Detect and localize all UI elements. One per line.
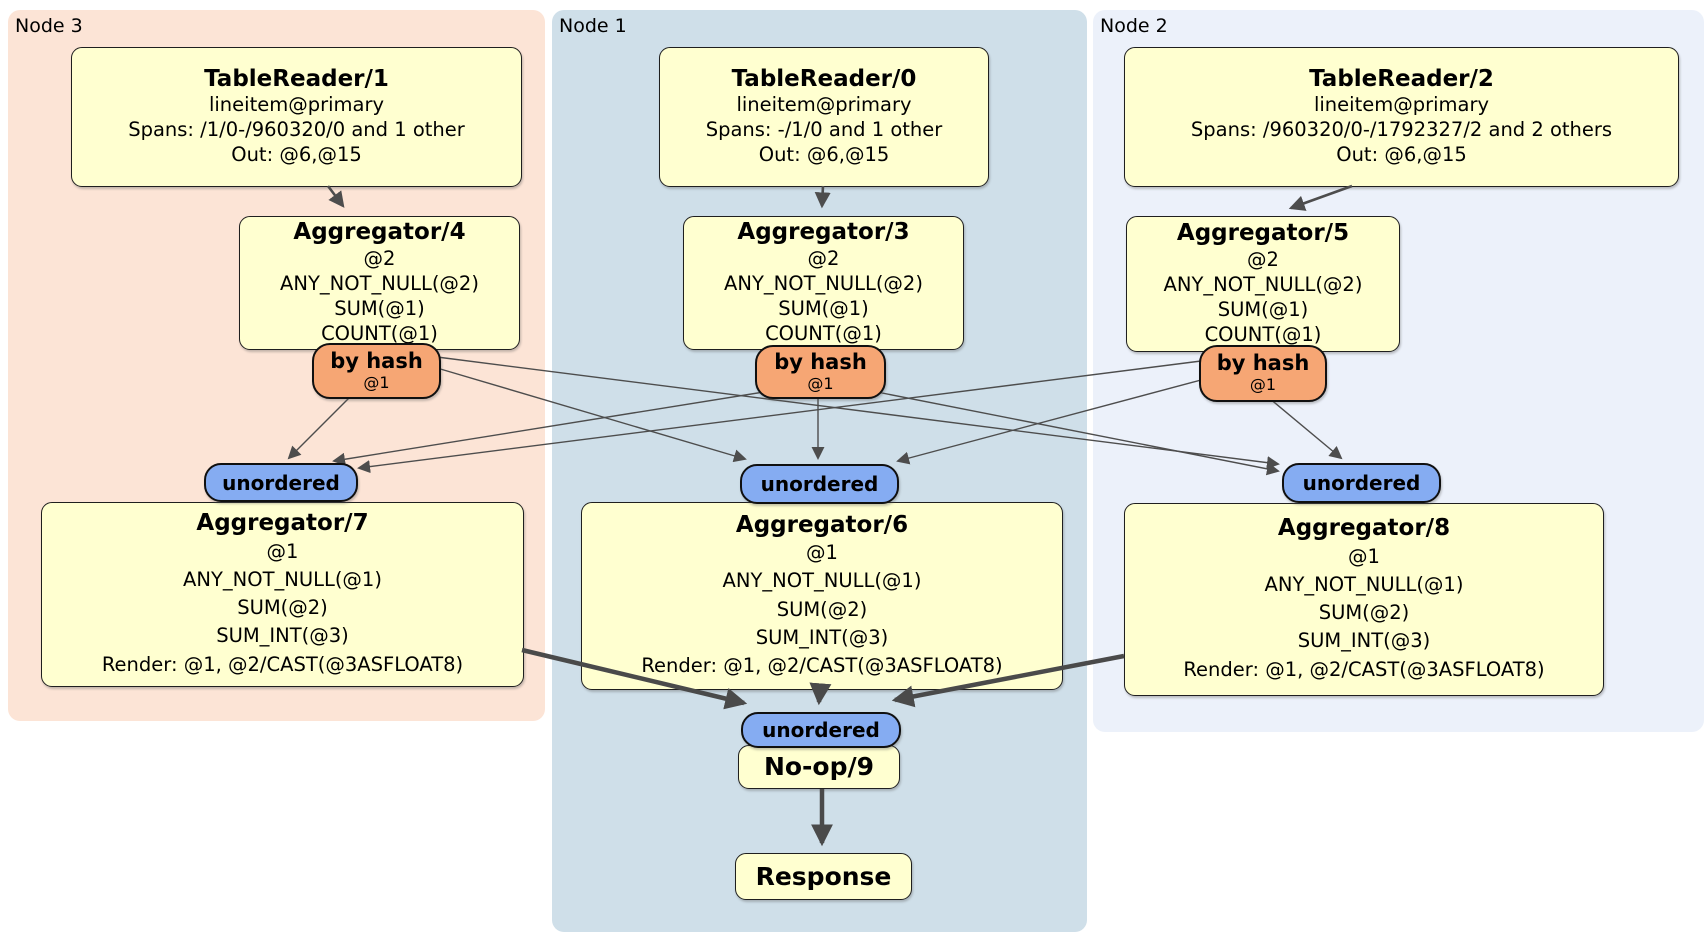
processor-aggregator-6: Aggregator/6 @1 ANY_NOT_NULL(@1) SUM(@2)…	[581, 502, 1063, 690]
agg-fn: SUM(@1)	[334, 296, 425, 320]
sync-label: unordered	[222, 470, 340, 495]
agg-fn: SUM_INT(@3)	[755, 625, 889, 649]
processor-out: Out: @6,@15	[231, 143, 362, 167]
agg-group-cols: @2	[1247, 247, 1279, 271]
agg-fn: SUM(@2)	[1318, 601, 1410, 625]
processor-title: TableReader/2	[1309, 65, 1494, 92]
sync-label: unordered	[1302, 471, 1421, 495]
agg-fn: ANY_NOT_NULL(@1)	[722, 569, 922, 593]
router-label: by hash	[1216, 351, 1310, 376]
agg-fn: SUM(@1)	[1217, 297, 1309, 321]
agg-render-expr: Render: @1, @2/CAST(@3ASFLOAT8)	[101, 652, 464, 676]
processor-title: Aggregator/5	[1176, 220, 1350, 247]
processor-title: Aggregator/7	[196, 510, 369, 537]
agg-fn: ANY_NOT_NULL(@1)	[183, 567, 382, 591]
agg-fn: SUM(@2)	[237, 596, 328, 620]
processor-spans: Spans: /1/0-/960320/0 and 1 other	[128, 118, 465, 142]
agg-group-cols: @2	[807, 246, 840, 270]
agg-fn: SUM_INT(@3)	[216, 624, 349, 648]
agg-group-cols: @1	[1348, 544, 1380, 568]
agg-fn: SUM_INT(@3)	[1297, 629, 1431, 653]
router-label: by hash	[330, 348, 423, 373]
router-columns: @1	[1249, 375, 1277, 395]
processor-aggregator-3: Aggregator/3 @2 ANY_NOT_NULL(@2) SUM(@1)…	[683, 216, 964, 350]
processor-title: Aggregator/8	[1277, 515, 1451, 542]
agg-fn: SUM(@1)	[778, 296, 869, 320]
processor-index: lineitem@primary	[736, 93, 912, 117]
processor-aggregator-7: Aggregator/7 @1 ANY_NOT_NULL(@1) SUM(@2)…	[41, 502, 524, 687]
agg-fn: ANY_NOT_NULL(@2)	[280, 271, 479, 295]
response-node: Response	[735, 853, 912, 900]
router-by-hash-3: by hash @1	[755, 345, 886, 399]
router-columns: @1	[363, 372, 390, 392]
agg-fn: SUM(@2)	[776, 597, 868, 621]
processor-aggregator-5: Aggregator/5 @2 ANY_NOT_NULL(@2) SUM(@1)…	[1126, 216, 1400, 352]
agg-render-expr: Render: @1, @2/CAST(@3ASFLOAT8)	[641, 654, 1003, 678]
agg-fn: COUNT(@1)	[765, 321, 882, 345]
agg-render-expr: Render: @1, @2/CAST(@3ASFLOAT8)	[1183, 657, 1545, 681]
processor-spans: Spans: /960320/0-/1792327/2 and 2 others	[1190, 118, 1613, 142]
sync-unordered-noop: unordered	[741, 712, 901, 748]
sync-unordered-agg7: unordered	[204, 463, 358, 502]
processor-noop-9: No-op/9	[738, 745, 900, 789]
agg-fn: COUNT(@1)	[321, 321, 438, 345]
router-by-hash-5: by hash @1	[1199, 345, 1327, 402]
agg-group-cols: @1	[806, 541, 838, 565]
agg-fn: ANY_NOT_NULL(@2)	[1163, 272, 1363, 296]
processor-title: TableReader/0	[731, 65, 917, 92]
agg-fn: COUNT(@1)	[1204, 322, 1322, 346]
processor-tablereader-1: TableReader/1 lineitem@primary Spans: /1…	[71, 47, 522, 187]
router-columns: @1	[807, 373, 834, 393]
router-label: by hash	[774, 349, 867, 374]
processor-out: Out: @6,@15	[1336, 143, 1467, 167]
router-by-hash-4: by hash @1	[312, 343, 441, 399]
agg-group-cols: @1	[266, 539, 299, 563]
processor-title: No-op/9	[763, 752, 875, 781]
processor-index: lineitem@primary	[208, 93, 385, 117]
processor-aggregator-4: Aggregator/4 @2 ANY_NOT_NULL(@2) SUM(@1)…	[239, 216, 520, 350]
sync-unordered-agg6: unordered	[740, 464, 899, 504]
processor-tablereader-0: TableReader/0 lineitem@primary Spans: -/…	[659, 47, 989, 187]
region-label: Node 3	[15, 15, 83, 37]
agg-fn: ANY_NOT_NULL(@2)	[724, 271, 923, 295]
region-label: Node 2	[1100, 15, 1168, 37]
agg-fn: ANY_NOT_NULL(@1)	[1264, 572, 1464, 596]
processor-title: Aggregator/6	[735, 511, 909, 538]
sync-label: unordered	[762, 718, 880, 742]
processor-tablereader-2: TableReader/2 lineitem@primary Spans: /9…	[1124, 47, 1679, 187]
sync-label: unordered	[760, 472, 879, 496]
processor-title: Response	[755, 861, 892, 891]
processor-aggregator-8: Aggregator/8 @1 ANY_NOT_NULL(@1) SUM(@2)…	[1124, 503, 1604, 696]
processor-spans: Spans: -/1/0 and 1 other	[705, 118, 943, 142]
region-label: Node 1	[559, 15, 627, 37]
processor-index: lineitem@primary	[1313, 93, 1490, 117]
sync-unordered-agg8: unordered	[1282, 463, 1441, 503]
agg-group-cols: @2	[363, 246, 396, 270]
processor-out: Out: @6,@15	[758, 143, 890, 167]
processor-title: TableReader/1	[204, 65, 389, 92]
processor-title: Aggregator/4	[293, 219, 466, 246]
processor-title: Aggregator/3	[737, 219, 910, 246]
